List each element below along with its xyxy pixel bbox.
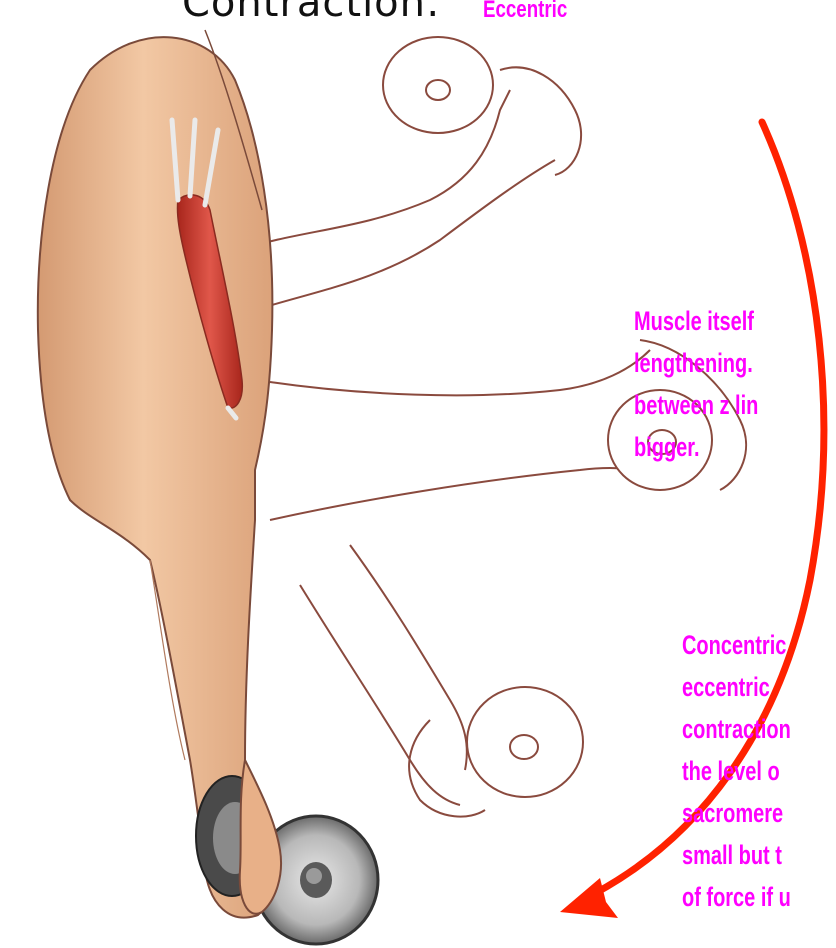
diagram-title: Contraction: [182, 0, 440, 26]
note-line: bigger. [634, 426, 758, 468]
note-line: lengthening. [634, 342, 758, 384]
note-line: small but t [682, 834, 791, 876]
concentric-note: Concentric eccentric contraction the lev… [682, 624, 791, 918]
forearm-outline-bottom [300, 545, 583, 817]
lengthening-note: Muscle itself lengthening. between z lin… [634, 300, 758, 468]
note-line: contraction [682, 708, 791, 750]
note-line: the level o [682, 750, 791, 792]
eccentric-label: Eccentric [483, 0, 567, 24]
note-line: Muscle itself [634, 300, 758, 342]
note-line: Concentric [682, 624, 791, 666]
note-line: sacromere [682, 792, 791, 834]
hand [240, 760, 281, 914]
note-line: of force if u [682, 876, 791, 918]
note-line: eccentric [682, 666, 791, 708]
dumbbell [196, 776, 378, 944]
forearm-outline-top [240, 37, 581, 310]
note-line: between z lin [634, 384, 758, 426]
